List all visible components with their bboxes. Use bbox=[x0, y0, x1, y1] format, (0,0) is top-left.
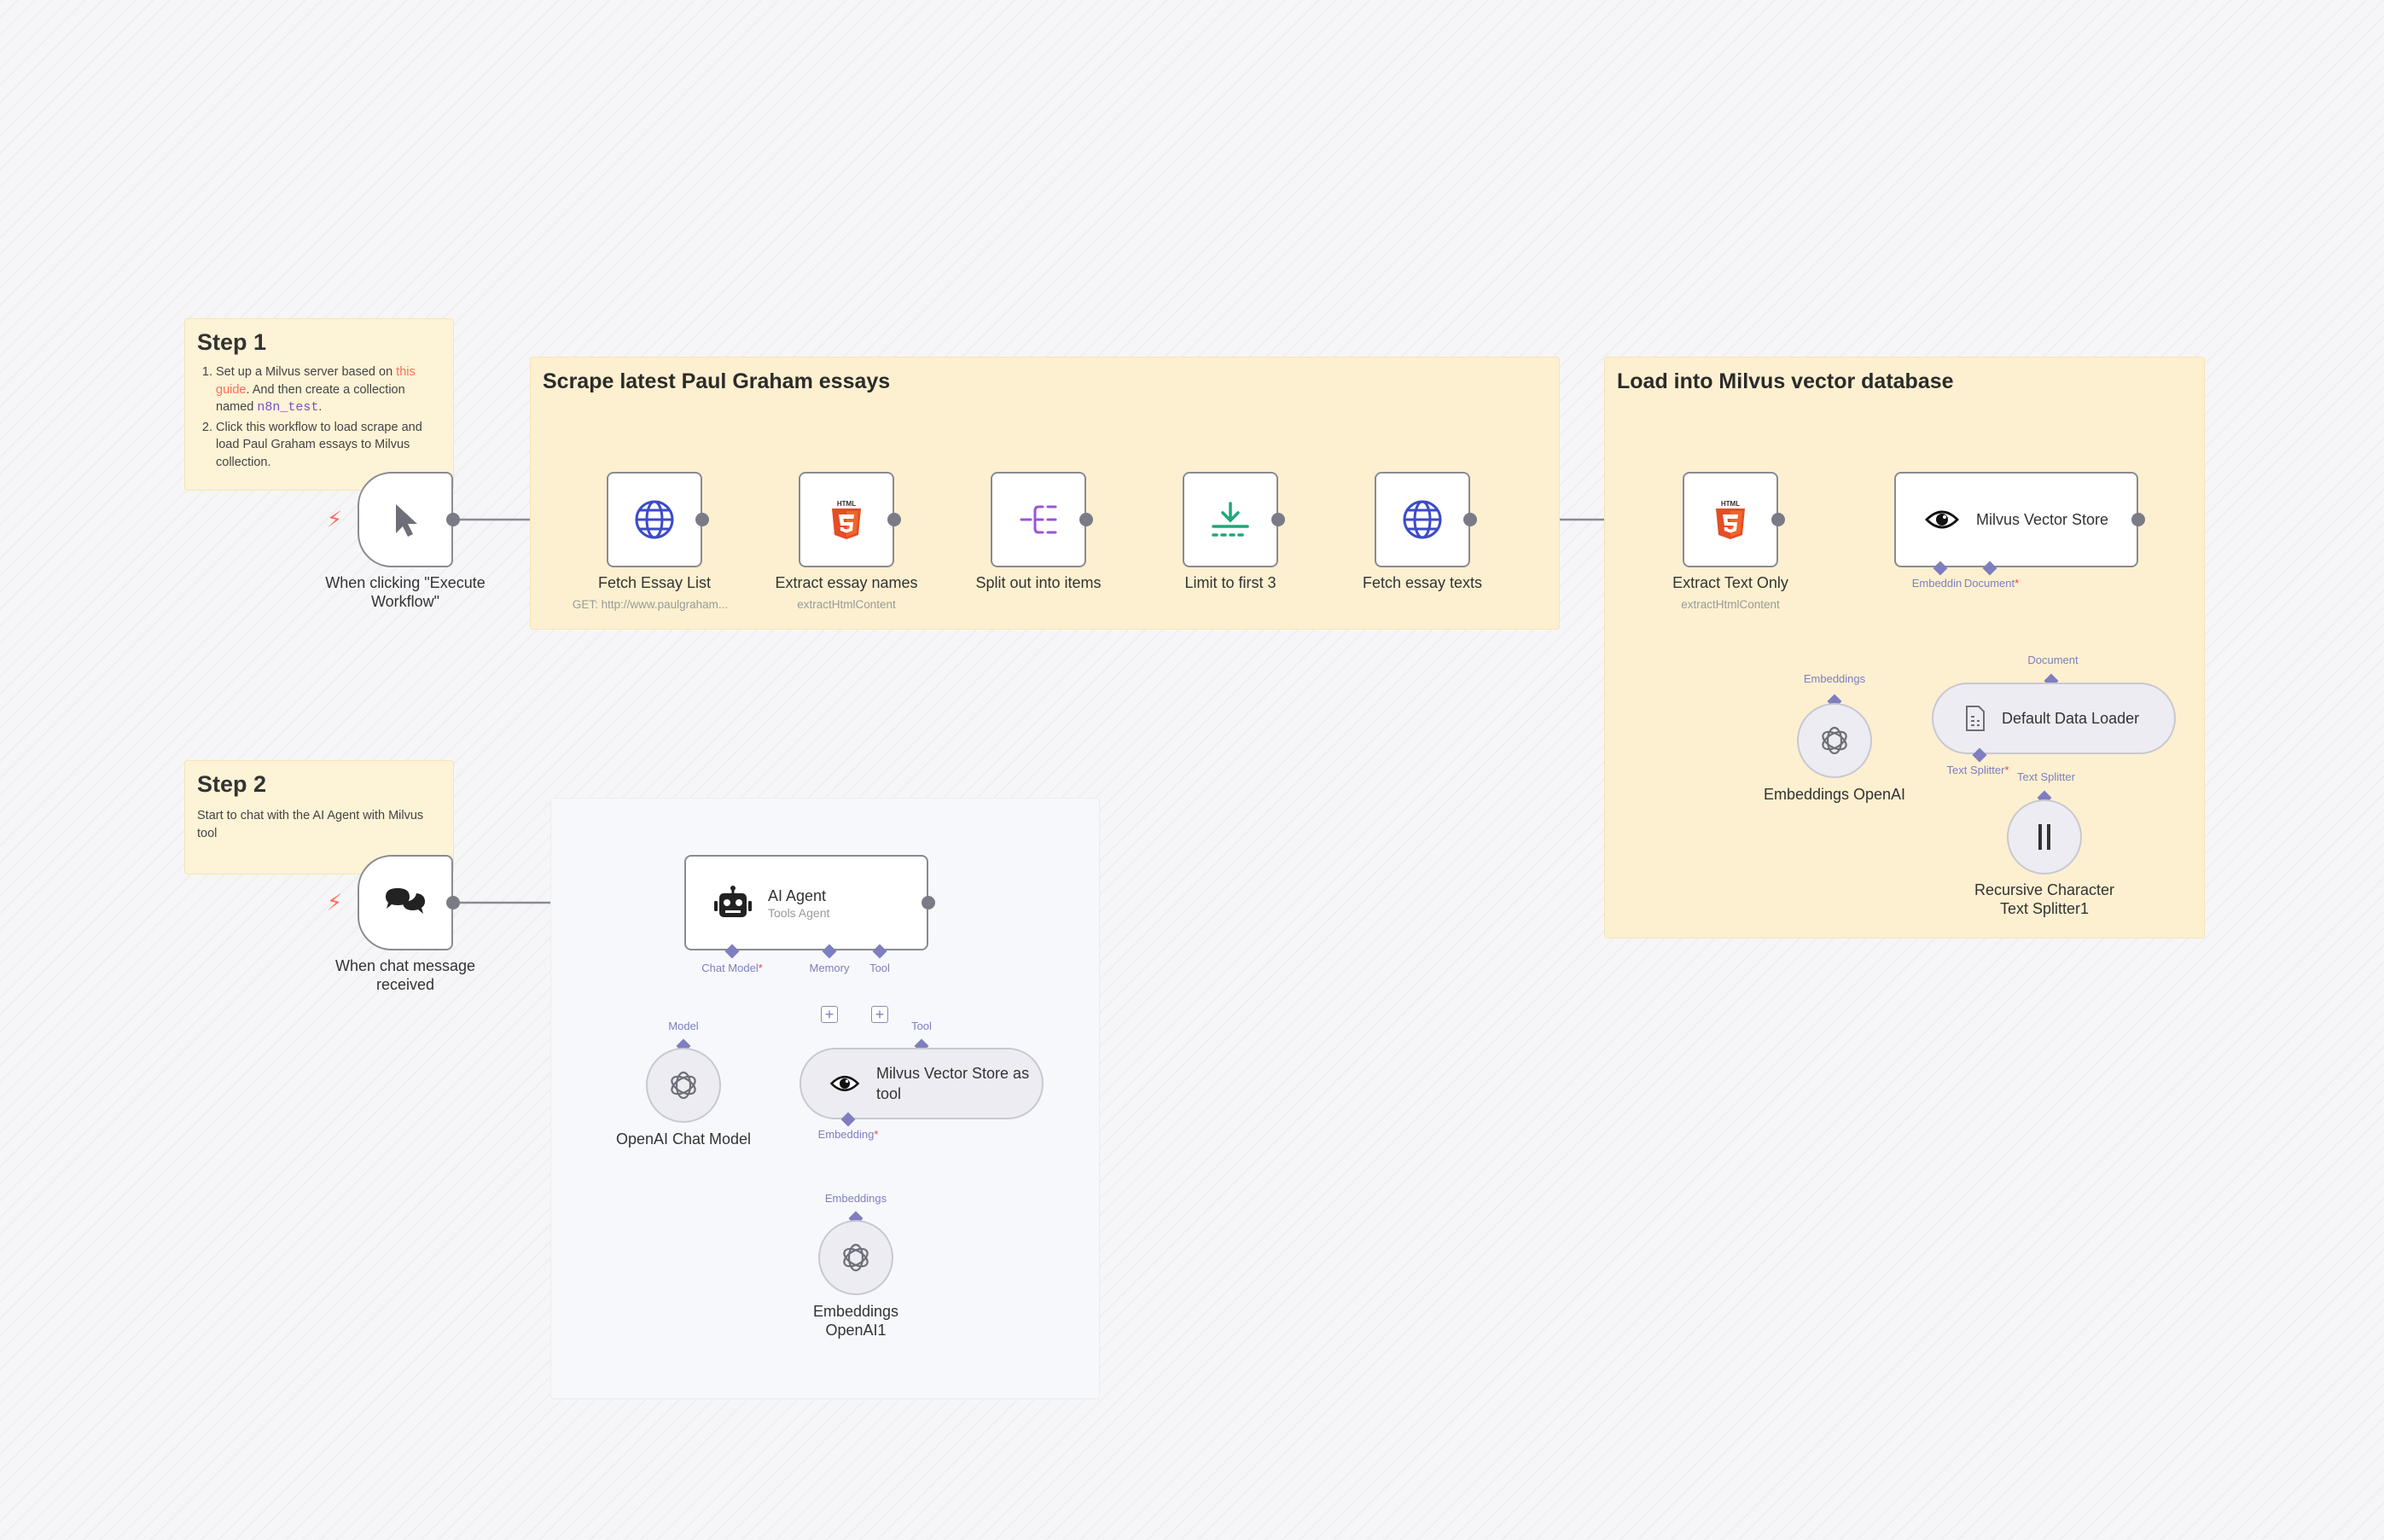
instructions-list: Set up a Milvus server based on this gui… bbox=[197, 363, 438, 473]
port-label: Document bbox=[2027, 654, 2079, 666]
node-label: When clicking "Execute Workflow" bbox=[325, 574, 486, 610]
embeddings-openai-node[interactable] bbox=[1797, 703, 1872, 778]
limit-download-icon bbox=[1212, 502, 1249, 537]
node-label: Split out into items bbox=[975, 574, 1102, 591]
output-handle[interactable] bbox=[1463, 513, 1477, 526]
sticky-note-step1[interactable]: Step 1 Set up a Milvus server based on t… bbox=[184, 318, 454, 491]
node-label: Limit to first 3 bbox=[1184, 574, 1276, 591]
guide-link[interactable]: this guide bbox=[216, 365, 416, 397]
port-label: Embeddings bbox=[1803, 672, 1866, 685]
port-label: Text Splitter bbox=[2017, 770, 2075, 783]
port-label: Model bbox=[668, 1020, 699, 1032]
group-title: Scrape latest Paul Graham essays bbox=[543, 369, 891, 393]
node-label: Extract essay names bbox=[775, 574, 918, 591]
ai-agent-node[interactable]: AI Agent Tools Agent bbox=[684, 855, 928, 950]
eye-icon bbox=[829, 1075, 860, 1092]
cursor-icon bbox=[396, 504, 417, 537]
eye-icon bbox=[1925, 510, 1959, 529]
node-label: Embeddings OpenAI bbox=[1763, 786, 1906, 803]
output-handle[interactable] bbox=[1079, 513, 1093, 526]
node-subtitle: Tools Agent bbox=[768, 906, 830, 920]
splitter-icon bbox=[2038, 824, 2050, 850]
openai-icon bbox=[843, 1243, 869, 1272]
collection-name: n8n_test bbox=[257, 400, 319, 415]
instruction-item: Set up a Milvus server based on this gui… bbox=[216, 363, 438, 417]
node-title: AI Agent bbox=[768, 887, 827, 904]
add-tool-button[interactable]: + bbox=[871, 1006, 888, 1023]
output-handle[interactable] bbox=[1771, 513, 1785, 526]
chat-trigger-node[interactable] bbox=[358, 855, 453, 950]
chat-bubbles-icon bbox=[386, 888, 425, 914]
node-label: Fetch essay texts bbox=[1362, 574, 1483, 591]
node-sublabel: GET: http://www.paulgraham... bbox=[572, 598, 729, 611]
recursive-text-splitter-node[interactable] bbox=[2007, 799, 2082, 875]
node-title: Default Data Loader bbox=[2002, 710, 2140, 727]
extract-essay-names-node[interactable]: HTML bbox=[799, 472, 894, 567]
output-handle[interactable] bbox=[446, 896, 460, 909]
port-label: Embedding* bbox=[817, 1128, 879, 1141]
sticky-title: Step 2 bbox=[197, 771, 267, 797]
node-sublabel: extractHtmlContent bbox=[797, 598, 896, 611]
port-label: Tool bbox=[911, 1020, 932, 1032]
group-load-milvus[interactable]: Load into Milvus vector database bbox=[1604, 357, 2205, 939]
globe-icon bbox=[1403, 500, 1442, 539]
port-label: Embeddings bbox=[824, 1192, 887, 1205]
output-handle[interactable] bbox=[1271, 513, 1285, 526]
node-label: When chat message received bbox=[334, 957, 476, 993]
output-handle[interactable] bbox=[2131, 513, 2145, 526]
html5-icon: HTML bbox=[832, 500, 861, 539]
node-label: Embeddings OpenAI1 bbox=[812, 1303, 899, 1339]
output-handle[interactable] bbox=[446, 513, 460, 526]
trigger-bolt-icon: ⚡ bbox=[326, 889, 343, 915]
port-label: Chat Model* bbox=[701, 962, 763, 974]
add-memory-button[interactable]: + bbox=[821, 1006, 838, 1023]
document-icon bbox=[1966, 706, 1985, 731]
node-label: Fetch Essay List bbox=[597, 574, 712, 591]
split-out-node[interactable] bbox=[991, 472, 1086, 567]
default-data-loader-node[interactable]: Default Data Loader bbox=[1932, 683, 2176, 754]
limit-node[interactable] bbox=[1183, 472, 1278, 567]
globe-icon bbox=[635, 500, 674, 539]
milvus-tool-node[interactable]: Milvus Vector Store as tool bbox=[800, 1048, 1044, 1119]
sticky-title: Step 1 bbox=[197, 329, 267, 355]
port-label: Memory bbox=[809, 962, 850, 974]
openai-chat-model-node[interactable] bbox=[646, 1048, 721, 1123]
openai-icon bbox=[1822, 726, 1847, 755]
fetch-essay-texts-node[interactable] bbox=[1375, 472, 1470, 567]
openai-icon bbox=[671, 1071, 696, 1100]
svg-text:HTML: HTML bbox=[1721, 500, 1740, 508]
port-label: Text Splitter* bbox=[1946, 764, 2009, 776]
output-handle[interactable] bbox=[887, 513, 901, 526]
fetch-essay-list-node[interactable] bbox=[607, 472, 702, 567]
manual-trigger-node[interactable] bbox=[358, 472, 453, 567]
html5-icon: HTML bbox=[1716, 500, 1745, 539]
port-label: Tool bbox=[869, 962, 890, 974]
node-label: Recursive Character Text Splitter1 bbox=[1974, 881, 2115, 917]
instruction-item: Click this workflow to load scrape and l… bbox=[216, 419, 438, 472]
embeddings-openai1-node[interactable] bbox=[818, 1220, 893, 1295]
milvus-vector-store-node[interactable]: Milvus Vector Store bbox=[1894, 472, 2138, 567]
trigger-bolt-icon: ⚡ bbox=[326, 506, 343, 532]
svg-text:HTML: HTML bbox=[837, 500, 856, 508]
node-title: Milvus Vector Store bbox=[1976, 511, 2109, 528]
extract-text-only-node[interactable]: HTML bbox=[1683, 472, 1778, 567]
sticky-text: Start to chat with the AI Agent with Mil… bbox=[197, 809, 424, 840]
port-label: Embeddin bbox=[1911, 577, 1962, 590]
node-title: Milvus Vector Store as tool bbox=[876, 1065, 1030, 1102]
robot-icon bbox=[714, 886, 752, 917]
split-icon bbox=[1020, 505, 1057, 534]
output-handle[interactable] bbox=[922, 896, 935, 909]
group-title: Load into Milvus vector database bbox=[1617, 369, 1954, 393]
port-label: Document* bbox=[1963, 577, 2020, 590]
output-handle[interactable] bbox=[695, 513, 709, 526]
node-label: Extract Text Only bbox=[1672, 574, 1788, 591]
node-label: OpenAI Chat Model bbox=[615, 1130, 752, 1148]
node-sublabel: extractHtmlContent bbox=[1681, 598, 1780, 611]
